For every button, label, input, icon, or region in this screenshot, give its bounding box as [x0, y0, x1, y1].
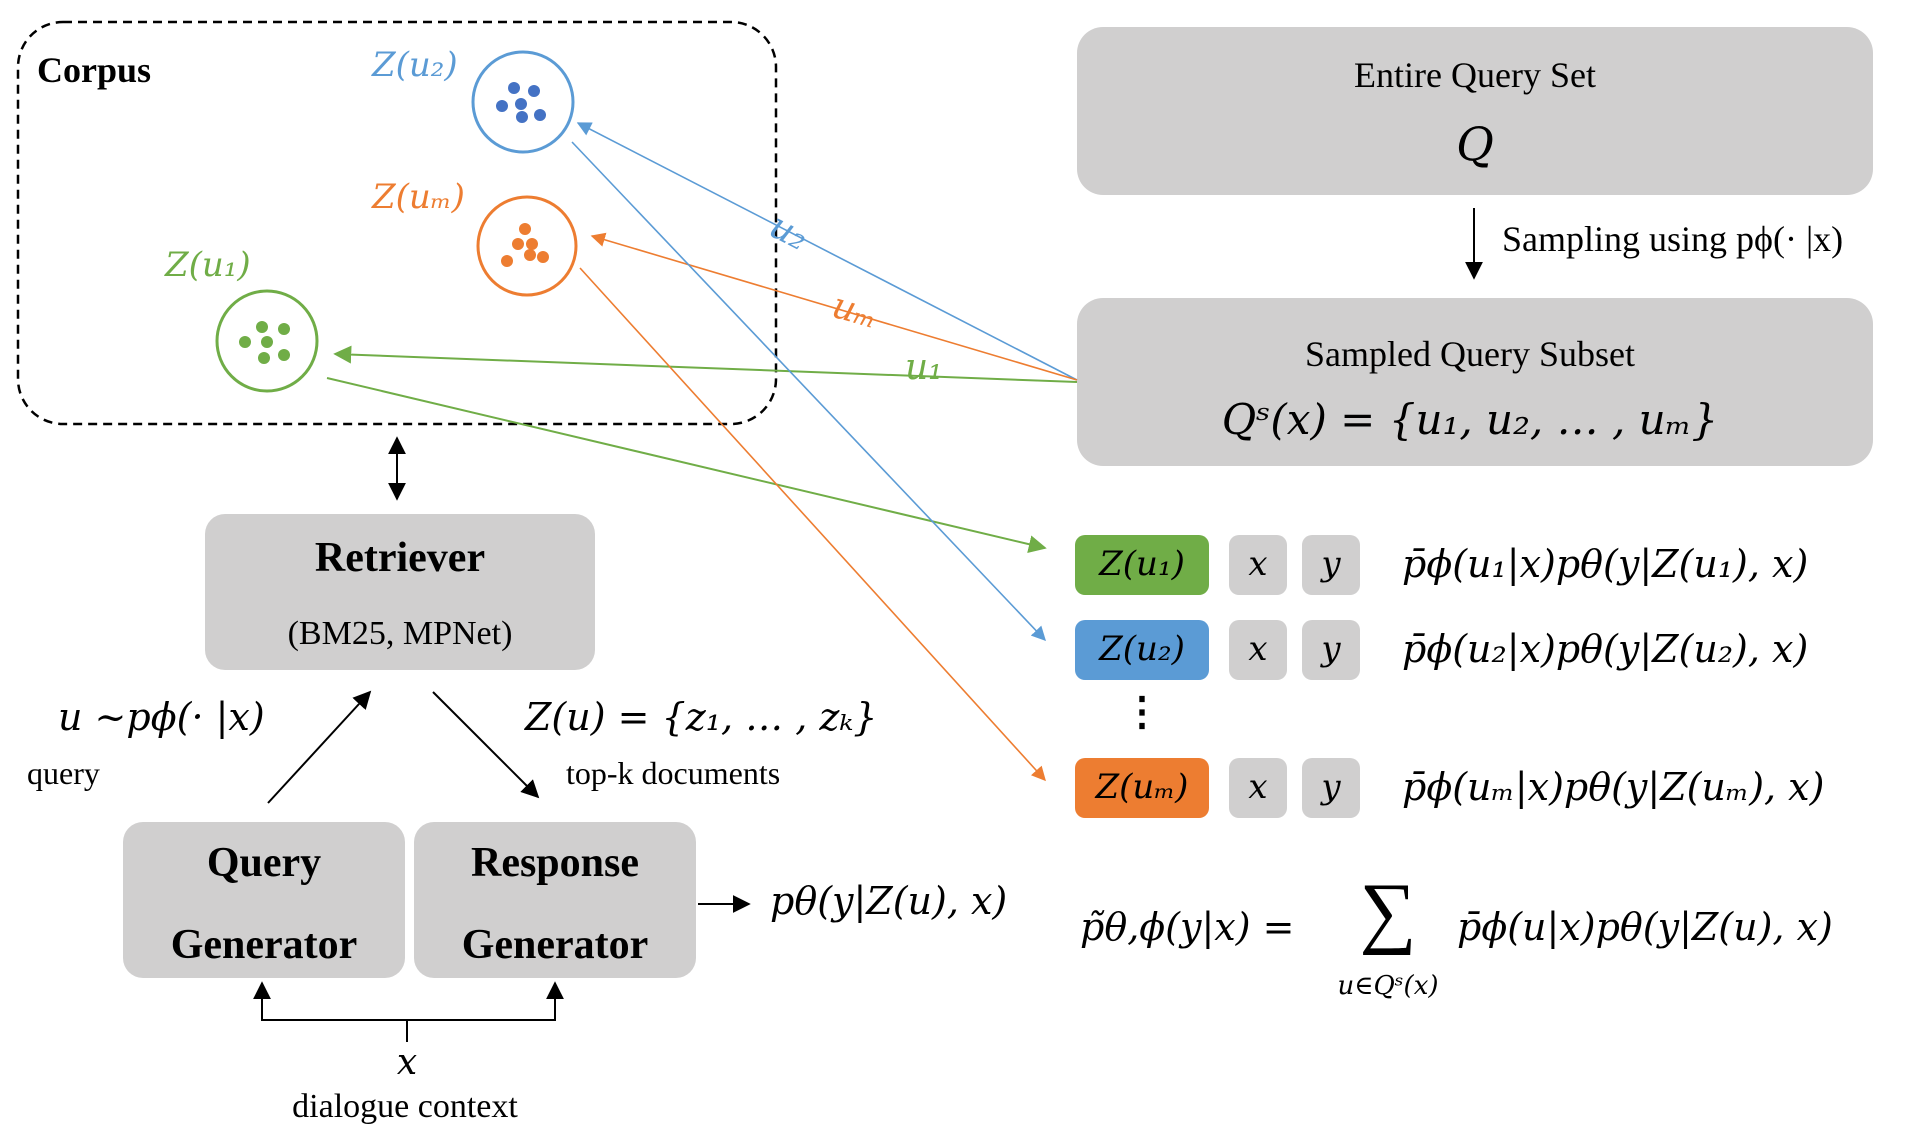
um-arrow [590, 232, 1078, 381]
query-to-retriever-arrow [267, 690, 372, 804]
query-generator-box [123, 822, 405, 978]
u1-arrow [333, 345, 1078, 383]
cluster-u1 [215, 289, 319, 393]
corpus-region [16, 20, 778, 426]
context-bracket [261, 1001, 556, 1042]
row3-z-tag [1075, 758, 1209, 818]
row2-x-tag [1229, 620, 1287, 680]
row3-y-tag [1302, 758, 1360, 818]
u1-to-row-arrow [326, 377, 1047, 554]
query-set-box [1077, 27, 1873, 195]
u2-to-row-arrow [571, 141, 1046, 642]
um-to-row-arrow [579, 267, 1046, 782]
row3-x-tag [1229, 758, 1287, 818]
row1-y-tag [1302, 535, 1360, 595]
row1-x-tag [1229, 535, 1287, 595]
subset-box [1077, 298, 1873, 466]
row2-y-tag [1302, 620, 1360, 680]
response-generator-box [414, 822, 696, 978]
cluster-um [476, 195, 578, 297]
retriever-to-response-arrow [432, 691, 540, 799]
row2-z-tag [1075, 620, 1209, 680]
cluster-u2 [471, 50, 575, 154]
u2-arrow [576, 122, 1078, 381]
row1-z-tag [1075, 535, 1209, 595]
retriever-box [205, 514, 595, 670]
